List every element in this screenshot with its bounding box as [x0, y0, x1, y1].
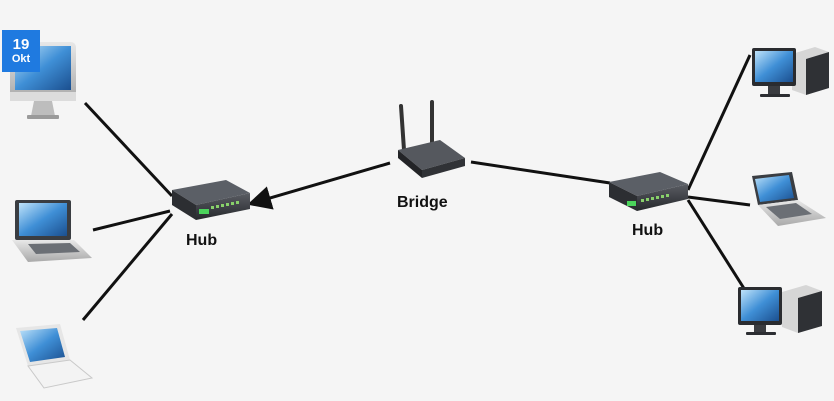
network-hub-icon: [609, 172, 688, 211]
link-macbook-left-hub: [81, 213, 174, 321]
network-hub-icon: [172, 180, 250, 220]
laptop-icon: [12, 200, 92, 262]
link-right-hub-desktop-top: [686, 54, 752, 191]
date-day: 19: [12, 36, 30, 53]
hub-left-label: Hub: [186, 232, 218, 249]
laptop-icon: [752, 172, 826, 226]
connection-lines: [81, 54, 752, 321]
wireless-router-icon: [398, 100, 465, 178]
link-bridge-left-hub: [247, 161, 391, 210]
link-bridge-right-hub: [470, 160, 611, 185]
date-badge: 19 Okt: [2, 30, 40, 72]
laptop-icon: [16, 324, 94, 389]
date-month: Okt: [11, 53, 31, 65]
link-imac-left-hub: [83, 101, 174, 198]
link-right-hub-laptop: [687, 195, 751, 207]
bridge-label: Bridge: [397, 194, 448, 211]
desktop-pc-icon: [752, 47, 829, 97]
link-laptop-left-hub: [92, 209, 171, 232]
desktop-pc-icon: [738, 285, 822, 335]
hub-right-label: Hub: [632, 222, 664, 239]
link-right-hub-desktop-bottom: [686, 199, 747, 291]
